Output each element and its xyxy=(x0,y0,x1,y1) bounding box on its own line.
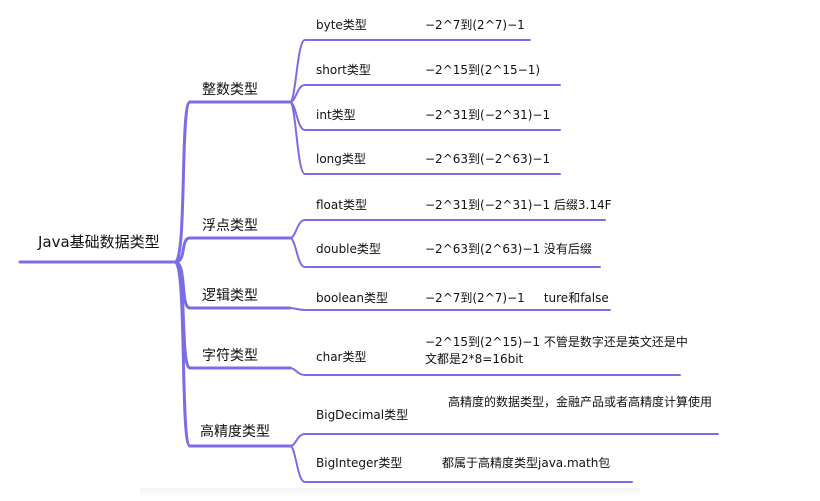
branch-precision xyxy=(173,260,292,448)
desc-float: −2^31到(−2^31)−1 后缀3.14F xyxy=(425,198,612,212)
branch-item-4-0 xyxy=(289,433,719,447)
branch-item-4-1 xyxy=(289,445,633,483)
desc-char: −2^15到(2^15)−1 不管是数字还是英文还是中 文都是2*8=16bit xyxy=(425,334,688,368)
category-precision[interactable]: 高精度类型 xyxy=(200,424,270,440)
item-float[interactable]: float类型 xyxy=(316,198,367,212)
bottom-fade xyxy=(140,488,640,498)
item-double[interactable]: double类型 xyxy=(316,242,381,256)
item-char[interactable]: char类型 xyxy=(316,350,367,364)
desc-int: −2^31到(−2^31)−1 xyxy=(425,108,551,122)
branch-item-1-1 xyxy=(289,237,601,268)
desc-double: −2^63到(2^63)−1 没有后缀 xyxy=(425,242,592,256)
branch-item-0-0 xyxy=(289,39,531,103)
desc-byte: −2^7到(2^7)−1 xyxy=(425,18,525,32)
category-float[interactable]: 浮点类型 xyxy=(202,218,258,234)
branch-item-3-0 xyxy=(289,367,681,376)
item-biginteger[interactable]: BigInteger类型 xyxy=(316,456,403,470)
branch-float xyxy=(173,236,292,264)
desc-char-line1: −2^15到(2^15)−1 不管是数字还是英文还是中 xyxy=(425,335,688,349)
item-int[interactable]: int类型 xyxy=(316,108,356,122)
category-boolean[interactable]: 逻辑类型 xyxy=(202,288,258,304)
desc-biginteger: 都属于高精度类型java.math包 xyxy=(442,456,611,470)
branch-item-2-0 xyxy=(289,307,611,311)
category-char[interactable]: 字符类型 xyxy=(202,348,258,364)
category-integer[interactable]: 整数类型 xyxy=(202,82,258,98)
desc-boolean: −2^7到(2^7)−1 ture和false xyxy=(425,291,609,305)
desc-long: −2^63到(−2^63)−1 xyxy=(425,152,551,166)
branch-item-0-3 xyxy=(289,101,561,175)
item-short[interactable]: short类型 xyxy=(316,63,371,77)
desc-bigdecimal: 高精度的数据类型，金融产品或者高精度计算使用 xyxy=(448,395,713,409)
branch-integer xyxy=(173,100,292,264)
item-byte[interactable]: byte类型 xyxy=(316,18,367,32)
desc-char-line2: 文都是2*8=16bit xyxy=(425,352,524,366)
branch-item-0-1 xyxy=(289,84,561,103)
branch-item-1-0 xyxy=(289,219,606,239)
root-topic[interactable]: Java基础数据类型 xyxy=(38,233,160,251)
item-bigdecimal[interactable]: BigDecimal类型 xyxy=(316,408,409,422)
item-long[interactable]: long类型 xyxy=(316,152,366,166)
item-boolean[interactable]: boolean类型 xyxy=(316,291,388,305)
desc-short: −2^15到(2^15−1) xyxy=(425,63,541,77)
